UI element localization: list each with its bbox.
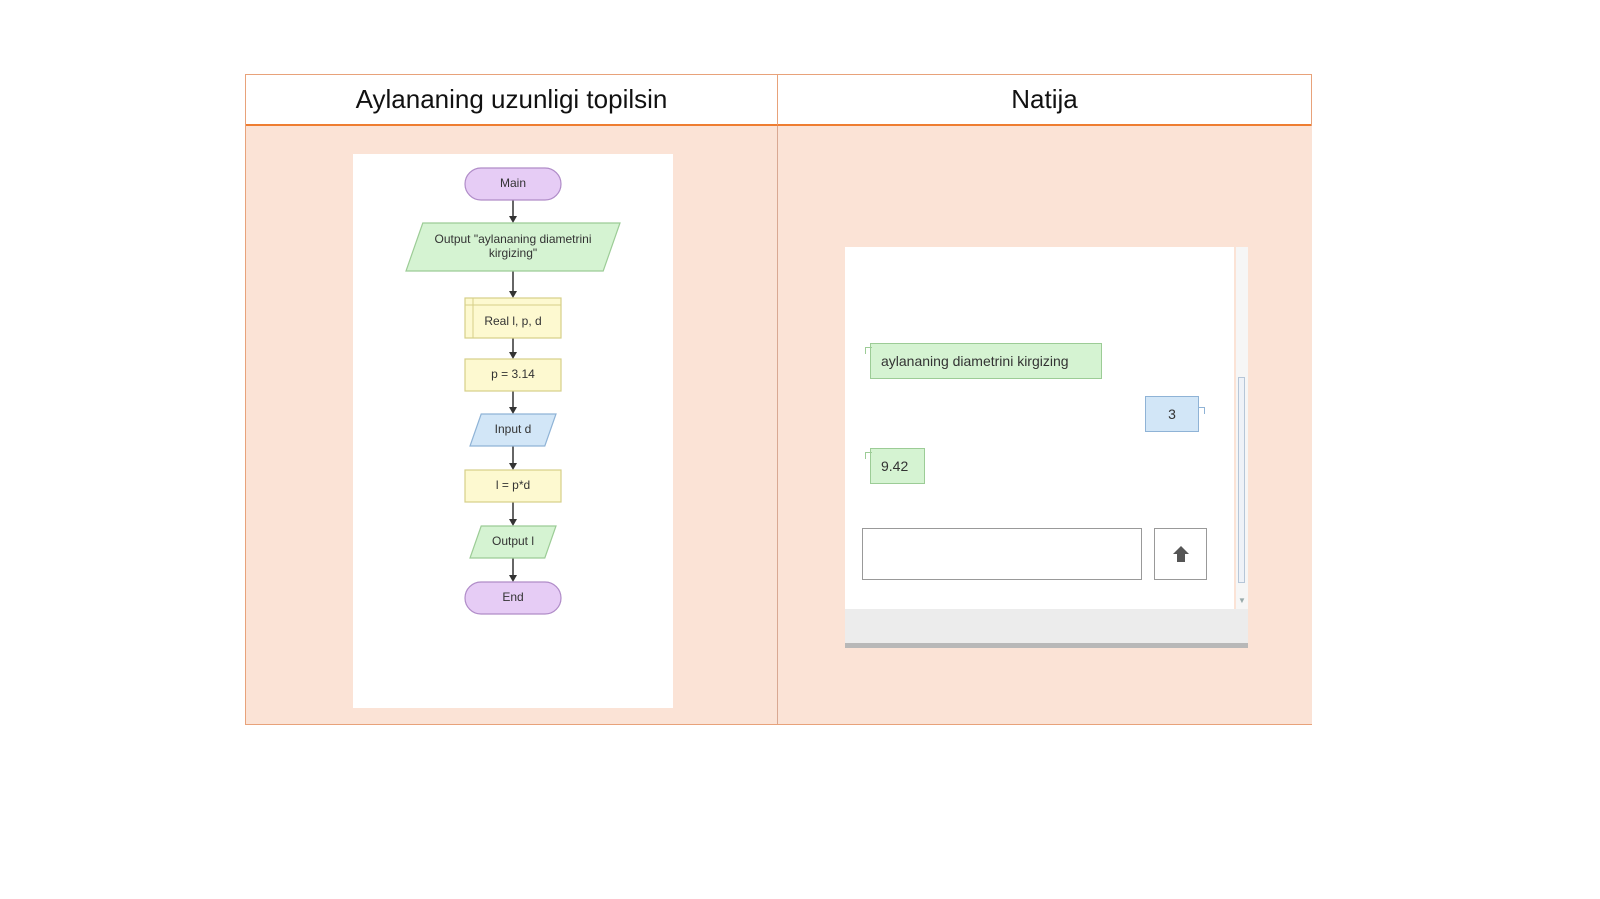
console-message-input: 3 — [1145, 396, 1205, 432]
flow-node-label: Output l — [492, 534, 534, 548]
header-right: Natija — [777, 75, 1311, 126]
send-button[interactable] — [1154, 528, 1207, 580]
flow-node-output1 — [405, 222, 621, 272]
slide-table: Aylananing uzunligi topilsin Natija Main… — [245, 74, 1312, 725]
flow-arrowhead — [509, 575, 517, 582]
flow-node-output2 — [469, 525, 557, 559]
scrollbar-thumb[interactable] — [1238, 377, 1245, 583]
flow-node-assign1 — [464, 358, 562, 392]
flow-node-main — [464, 167, 562, 201]
flow-arrowhead — [509, 291, 517, 298]
flow-node-label: End — [502, 590, 523, 604]
flow-node-assign2 — [464, 469, 562, 503]
console-shadow — [845, 643, 1248, 648]
console-message-output: aylananing diametrini kirgizing — [865, 343, 1102, 379]
flow-node-label: Output "aylananing diametrini — [434, 232, 591, 246]
console-window: aylananing diametrini kirgizing 3 9.42 ▼ — [845, 247, 1248, 651]
console-scrollbar[interactable]: ▼ — [1236, 247, 1248, 609]
flow-node-label: Input d — [495, 422, 532, 436]
flow-node-label: kirgizing" — [489, 246, 537, 260]
flow-node-label: p = 3.14 — [491, 367, 535, 381]
flow-arrowhead — [509, 352, 517, 359]
flow-node-label: l = p*d — [496, 478, 530, 492]
flow-arrowhead — [509, 519, 517, 526]
scroll-down-icon[interactable]: ▼ — [1238, 596, 1246, 605]
console-footer — [845, 609, 1248, 647]
result-cell: aylananing diametrini kirgizing 3 9.42 ▼ — [777, 126, 1312, 724]
flow-node-label: Real l, p, d — [484, 314, 541, 328]
flow-arrowhead — [509, 463, 517, 470]
console-message-result: 9.42 — [865, 448, 925, 484]
flow-node-label: Main — [500, 176, 526, 190]
flow-arrowhead — [509, 216, 517, 223]
arrow-up-icon — [1172, 546, 1189, 562]
console-input-field[interactable] — [862, 528, 1142, 580]
header-left: Aylananing uzunligi topilsin — [246, 75, 777, 126]
flow-node-input — [469, 413, 557, 447]
flow-arrowhead — [509, 407, 517, 414]
console-output-area: aylananing diametrini kirgizing 3 9.42 — [845, 247, 1234, 609]
flow-node-end — [464, 581, 562, 615]
